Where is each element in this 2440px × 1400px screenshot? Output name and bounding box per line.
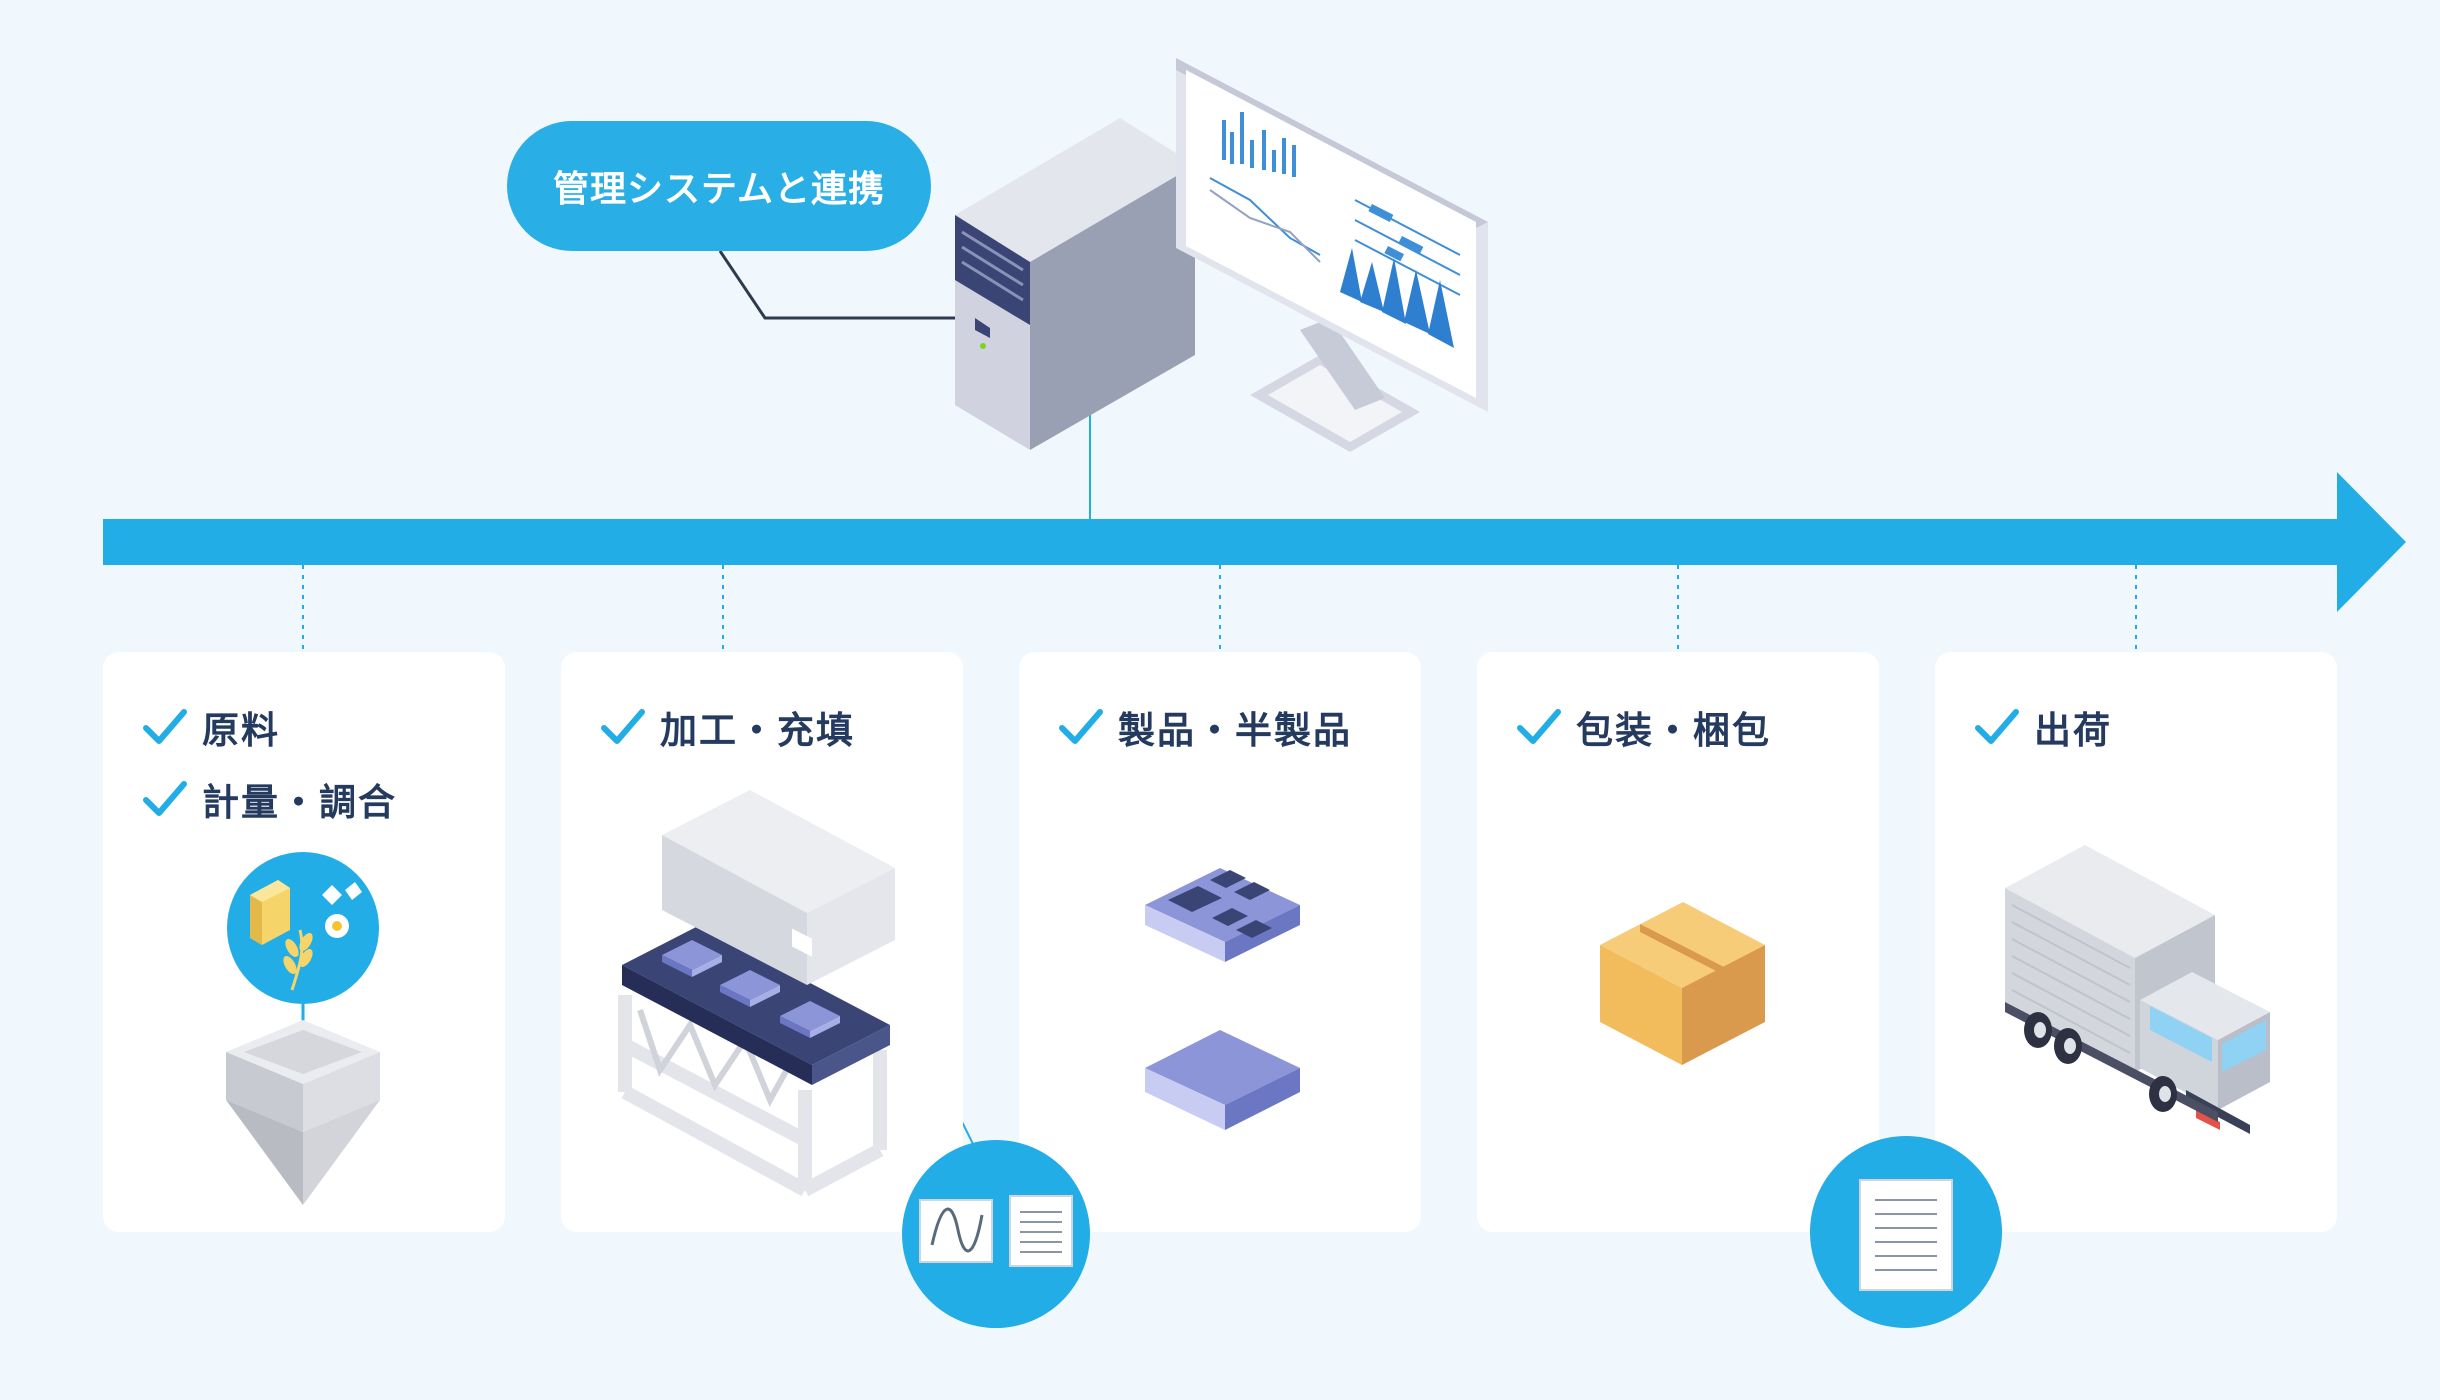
label-packing: 包装・梱包 bbox=[1516, 700, 1771, 754]
hopper-icon bbox=[226, 1020, 380, 1205]
product-block-icon bbox=[1145, 1030, 1300, 1130]
conveyor-trays bbox=[662, 940, 840, 1038]
system-integration-badge: 管理システムと連携 bbox=[507, 121, 931, 251]
product-tray-icon bbox=[1145, 868, 1300, 962]
server-icon bbox=[955, 118, 1195, 450]
timeline-arrow bbox=[103, 472, 2406, 612]
label-product: 製品・半製品 bbox=[1058, 700, 1352, 754]
label-shipping-text: 出荷 bbox=[2034, 709, 2112, 752]
timeline-drops bbox=[302, 565, 2137, 650]
truck-icon bbox=[2005, 845, 2270, 1134]
label-processing: 加工・充填 bbox=[600, 700, 855, 754]
label-mixing: 計量・調合 bbox=[142, 772, 397, 826]
document-icon bbox=[1009, 1195, 1073, 1267]
conveyor-icon bbox=[618, 790, 895, 1197]
label-shipping: 出荷 bbox=[1974, 700, 2112, 754]
ingredients-icon bbox=[227, 852, 379, 1004]
document-icon bbox=[1859, 1179, 1953, 1291]
label-processing-text: 加工・充填 bbox=[660, 709, 855, 752]
waveform-icon bbox=[930, 1207, 984, 1253]
bubble-connector-line bbox=[718, 250, 955, 320]
label-raw-text: 原料 bbox=[202, 709, 280, 752]
label-mixing-text: 計量・調合 bbox=[202, 781, 397, 824]
shipping-document-badge bbox=[1810, 1136, 2002, 1328]
label-packing-text: 包装・梱包 bbox=[1576, 709, 1771, 752]
label-product-text: 製品・半製品 bbox=[1118, 709, 1352, 752]
label-raw: 原料 bbox=[142, 700, 280, 754]
cardboard-box-icon bbox=[1600, 902, 1765, 1065]
monitor-icon bbox=[1176, 58, 1488, 452]
waveform-document-badge bbox=[902, 1140, 1090, 1328]
